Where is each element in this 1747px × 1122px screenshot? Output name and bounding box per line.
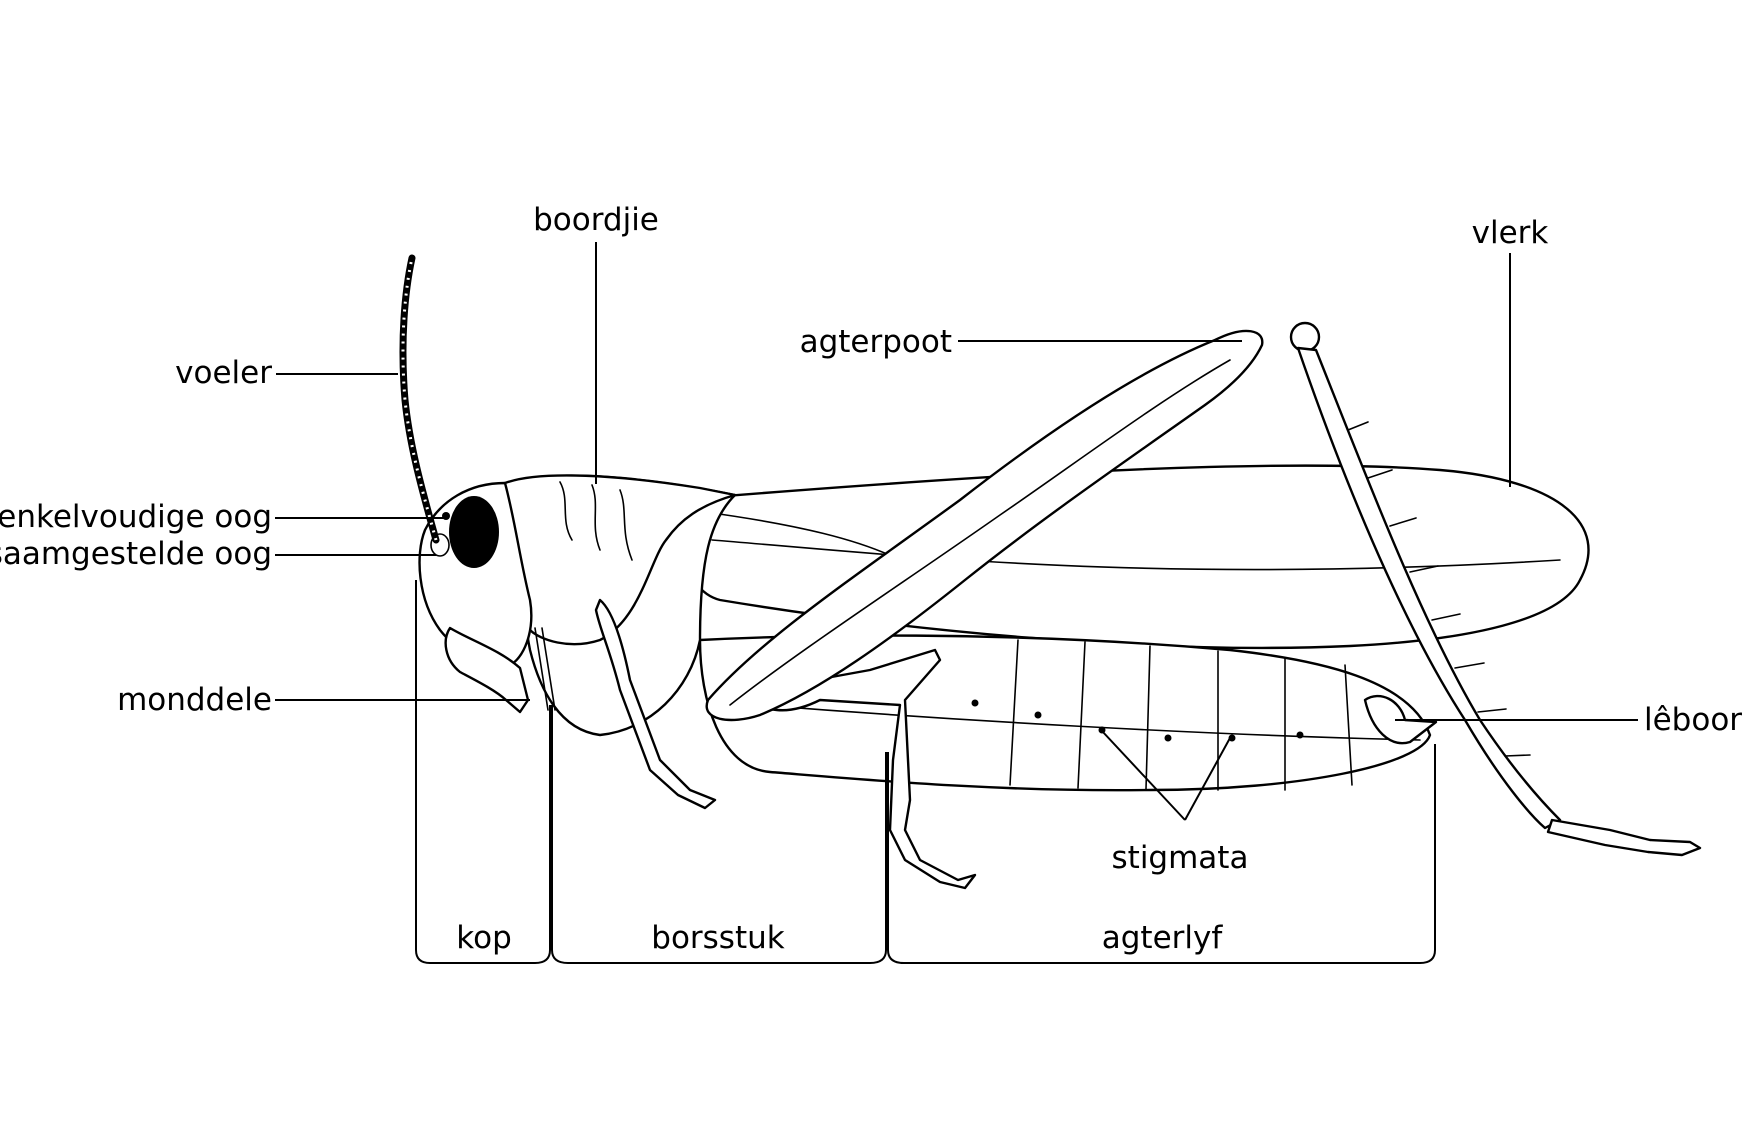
label-vlerk: vlerk bbox=[1472, 215, 1549, 251]
pronotum-grooves bbox=[559, 481, 633, 561]
label-enkelvoudige-oog: enkelvoudige oog bbox=[0, 499, 272, 535]
label-monddele: monddele bbox=[117, 682, 272, 718]
label-boordjie: boordjie bbox=[533, 202, 659, 238]
part-labels: voeler enkelvoudige oog saamgestelde oog… bbox=[0, 202, 1742, 876]
region-label-kop: kop bbox=[456, 920, 512, 956]
eye-socket bbox=[430, 533, 450, 557]
region-label-agterlyf: agterlyf bbox=[1102, 920, 1224, 956]
hind-knee bbox=[1289, 321, 1321, 353]
bracket-agterlyf bbox=[887, 744, 1436, 964]
region-labels: kop borsstuk agterlyf bbox=[456, 920, 1223, 956]
leader-lines bbox=[275, 242, 1638, 821]
region-label-borsstuk: borsstuk bbox=[651, 920, 784, 956]
femur-ridge bbox=[729, 359, 1231, 706]
antenna bbox=[399, 254, 440, 544]
label-agterpoot: agterpoot bbox=[800, 324, 952, 360]
bracket-borsstuk bbox=[551, 705, 887, 964]
bracket-kop bbox=[415, 580, 551, 964]
hind-leg-tarsus bbox=[1546, 818, 1702, 857]
palp bbox=[534, 627, 556, 711]
grasshopper-illustration bbox=[399, 254, 1702, 890]
front-leg bbox=[594, 598, 717, 810]
antenna-segments bbox=[401, 257, 438, 541]
abdomen-midline bbox=[759, 704, 1421, 741]
stigmata-pointer bbox=[1101, 730, 1231, 821]
region-brackets bbox=[415, 580, 1436, 964]
compound-eye bbox=[449, 496, 499, 568]
label-leboor: lêboor bbox=[1644, 702, 1742, 738]
abdomen-segments bbox=[1009, 639, 1353, 791]
tibia-spines bbox=[1347, 421, 1531, 757]
mouthparts bbox=[444, 626, 530, 714]
wing-vein bbox=[704, 511, 901, 561]
label-stigmata: stigmata bbox=[1112, 840, 1249, 876]
label-voeler: voeler bbox=[175, 355, 272, 391]
label-saamgestelde-oog: saamgestelde oog bbox=[0, 536, 272, 572]
hind-leg-tibia bbox=[1296, 346, 1562, 830]
